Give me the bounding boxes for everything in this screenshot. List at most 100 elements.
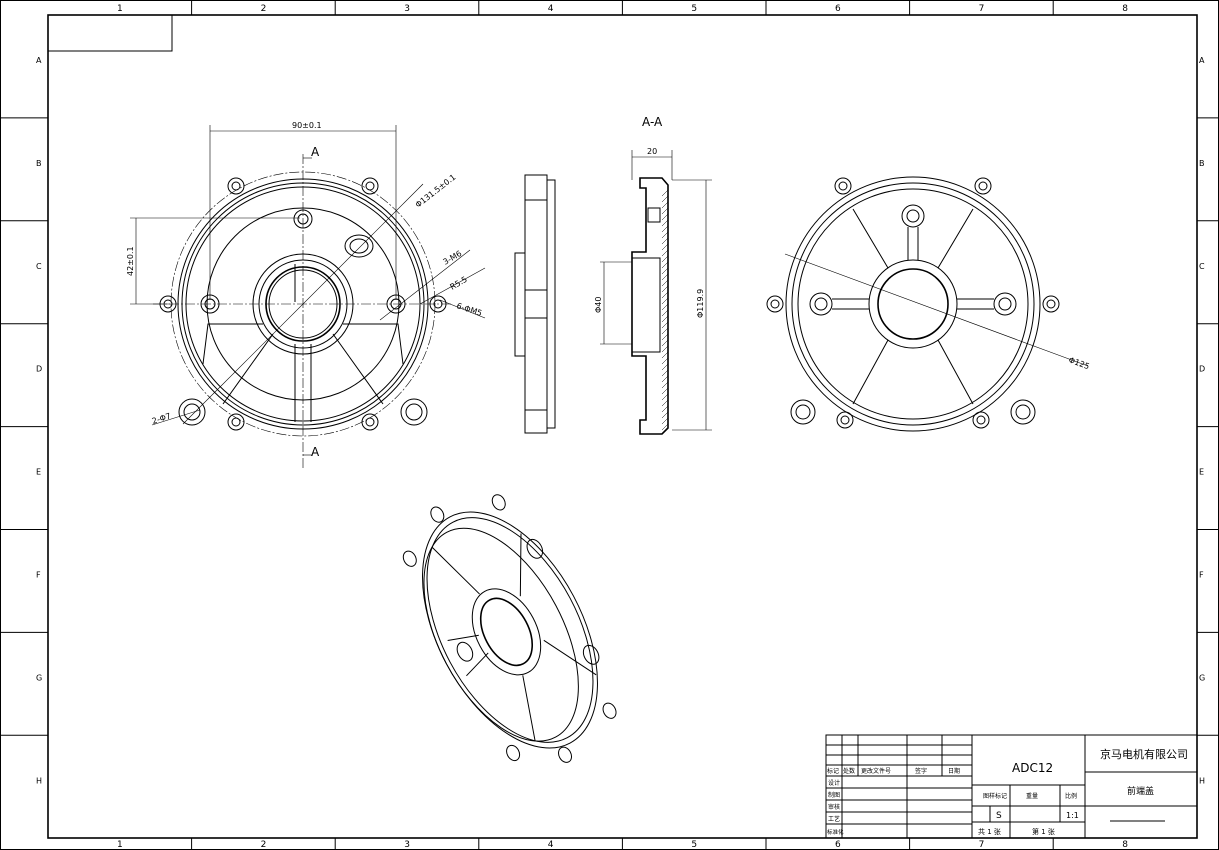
row-label-left: C [36,262,42,271]
hatch-line [661,369,669,377]
hatch-line [661,291,669,299]
column-label-bottom: 2 [261,840,267,850]
column-label-top: 3 [404,4,410,14]
row-label-left: E [36,468,41,477]
row-label-right: A [1199,56,1205,65]
hatch-line [661,363,669,371]
row-label-left: A [36,56,42,65]
front-view [153,154,453,469]
column-label-bottom: 6 [835,840,841,850]
dim-radius: R5.5 [449,275,469,292]
column-label-top: 5 [691,4,697,14]
dim-dia-125: Φ125 [1067,355,1090,371]
row-label-right: G [1199,673,1205,682]
row-label-left: D [36,365,42,374]
dim-width-90: 90±0.1 [292,121,322,130]
dim-height-42: 42±0.1 [126,246,135,276]
side-view [514,174,556,434]
hatch-line [661,189,669,197]
hatch-line [661,303,669,311]
column-label-top: 8 [1122,4,1128,14]
row-label-right: E [1199,468,1204,477]
hatch-line [661,309,669,317]
column-label-bottom: 8 [1122,840,1128,850]
hatch-line [661,417,669,425]
hatch-line [661,375,669,383]
role-process: 工艺 [828,815,840,823]
column-label-top: 7 [979,4,985,14]
hatch-line [661,195,669,203]
isometric-view [402,494,617,763]
dim-dia-40: Φ40 [594,297,603,313]
column-label-top: 1 [117,4,123,14]
dim-dia-119: Φ119.9 [696,289,705,318]
scale-header: 比例 [1065,792,1077,800]
rev-header-date: 日期 [948,767,960,775]
hatch-line [661,219,669,227]
row-label-right: H [1199,776,1205,785]
rev-header-sign: 签字 [915,767,927,775]
hatch-line [661,267,669,275]
hatch-line [661,393,669,401]
row-label-right: B [1199,159,1205,168]
sheet-number: 第 1 张 [1032,827,1055,836]
row-label-left: F [36,571,41,580]
rear-view [766,176,1089,432]
dim-dia-131: Φ131.5±0.1 [414,173,458,210]
column-label-top: 2 [261,4,267,14]
section-label: A-A [642,115,663,129]
hatch-line [661,207,669,215]
mark-header: 图样标记 [983,792,1007,800]
hatch-line [661,321,669,329]
hatch-line [661,249,669,257]
hatch-line [661,231,669,239]
hatch-line [661,243,669,251]
role-design: 设计 [828,779,840,787]
hatch-line [661,279,669,287]
rev-header-mark: 标记 [827,767,839,775]
mark-value: S [996,811,1002,821]
hatch-line [661,297,669,305]
rev-header-count: 处数 [843,767,855,775]
hatch-line [661,285,669,293]
dim-holes-7: 2-Φ7 [151,411,172,426]
row-label-left: G [36,673,42,682]
hatch-line [661,387,669,395]
hatch-line [661,327,669,335]
hatch-line [661,273,669,281]
row-label-right: C [1199,262,1205,271]
hatch-line [661,411,669,419]
role-standard: 标准化 [827,828,844,836]
front-view-dimensions [130,125,486,456]
inner-frame [47,14,1198,839]
hatch-line [661,201,669,209]
dim-thickness: 20 [647,147,657,156]
hatch-line [661,399,669,407]
column-label-bottom: 4 [548,840,554,850]
cut-mark-bottom: A [311,445,320,459]
column-label-bottom: 3 [404,840,410,850]
column-label-bottom: 1 [117,840,123,850]
row-label-left: B [36,159,42,168]
column-label-bottom: 7 [979,840,985,850]
part-name: 前端盖 [1127,785,1154,797]
hatch-line [661,423,669,431]
hatch-line [661,357,669,365]
sheets-total: 共 1 张 [978,827,1001,836]
hatch-line [661,213,669,221]
corner-box [47,14,173,52]
section-view [600,150,712,435]
material: ADC12 [1012,761,1053,775]
weight-header: 重量 [1026,792,1038,800]
hatch-line [661,339,669,347]
role-review: 审核 [828,803,840,811]
column-label-bottom: 5 [691,840,697,850]
title-block [825,734,1198,839]
cut-mark-top: A [311,145,320,159]
hatch-line [661,351,669,359]
title-block-text: 标记 处数 更改文件号 签字 日期 设计 制图 审核 工艺 标准化 ADC12 … [827,747,1188,836]
row-label-right: D [1199,365,1205,374]
scale-value: 1:1 [1066,811,1079,820]
hatch-line [661,261,669,269]
hatch-line [661,381,669,389]
